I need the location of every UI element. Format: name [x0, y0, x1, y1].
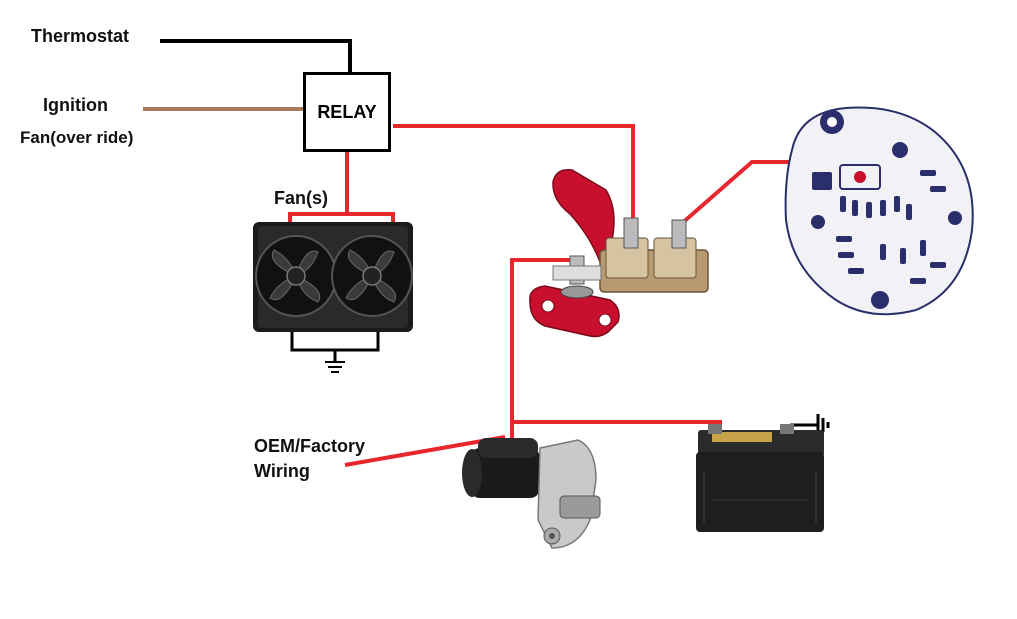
starter-to-battery-wire [512, 420, 722, 433]
fan-ground-wire [290, 325, 380, 362]
block-to-starter-wire [510, 258, 578, 438]
ground-symbol [325, 361, 345, 373]
fans-label: Fan(s) [274, 188, 328, 208]
oem-wire [344, 435, 506, 467]
dual-radiator-fan [253, 222, 413, 332]
relay-to-block-wire [393, 124, 635, 222]
oem-wiring-label-line1: OEM/Factory [254, 436, 366, 456]
relay-box: RELAY [303, 72, 391, 152]
fan-override-label: Fan(over ride) [20, 128, 134, 147]
thermostat-wire [160, 39, 352, 72]
alternator [784, 106, 974, 316]
oem-wiring-label-line2: Wiring [254, 461, 310, 481]
thermostat-label: Thermostat [31, 26, 130, 46]
relay-label: RELAY [317, 101, 377, 122]
wires [143, 39, 822, 467]
car-battery [696, 424, 824, 532]
starter-motor [462, 438, 601, 549]
power-distribution-block [529, 169, 709, 338]
ignition-label: Ignition [43, 95, 108, 115]
